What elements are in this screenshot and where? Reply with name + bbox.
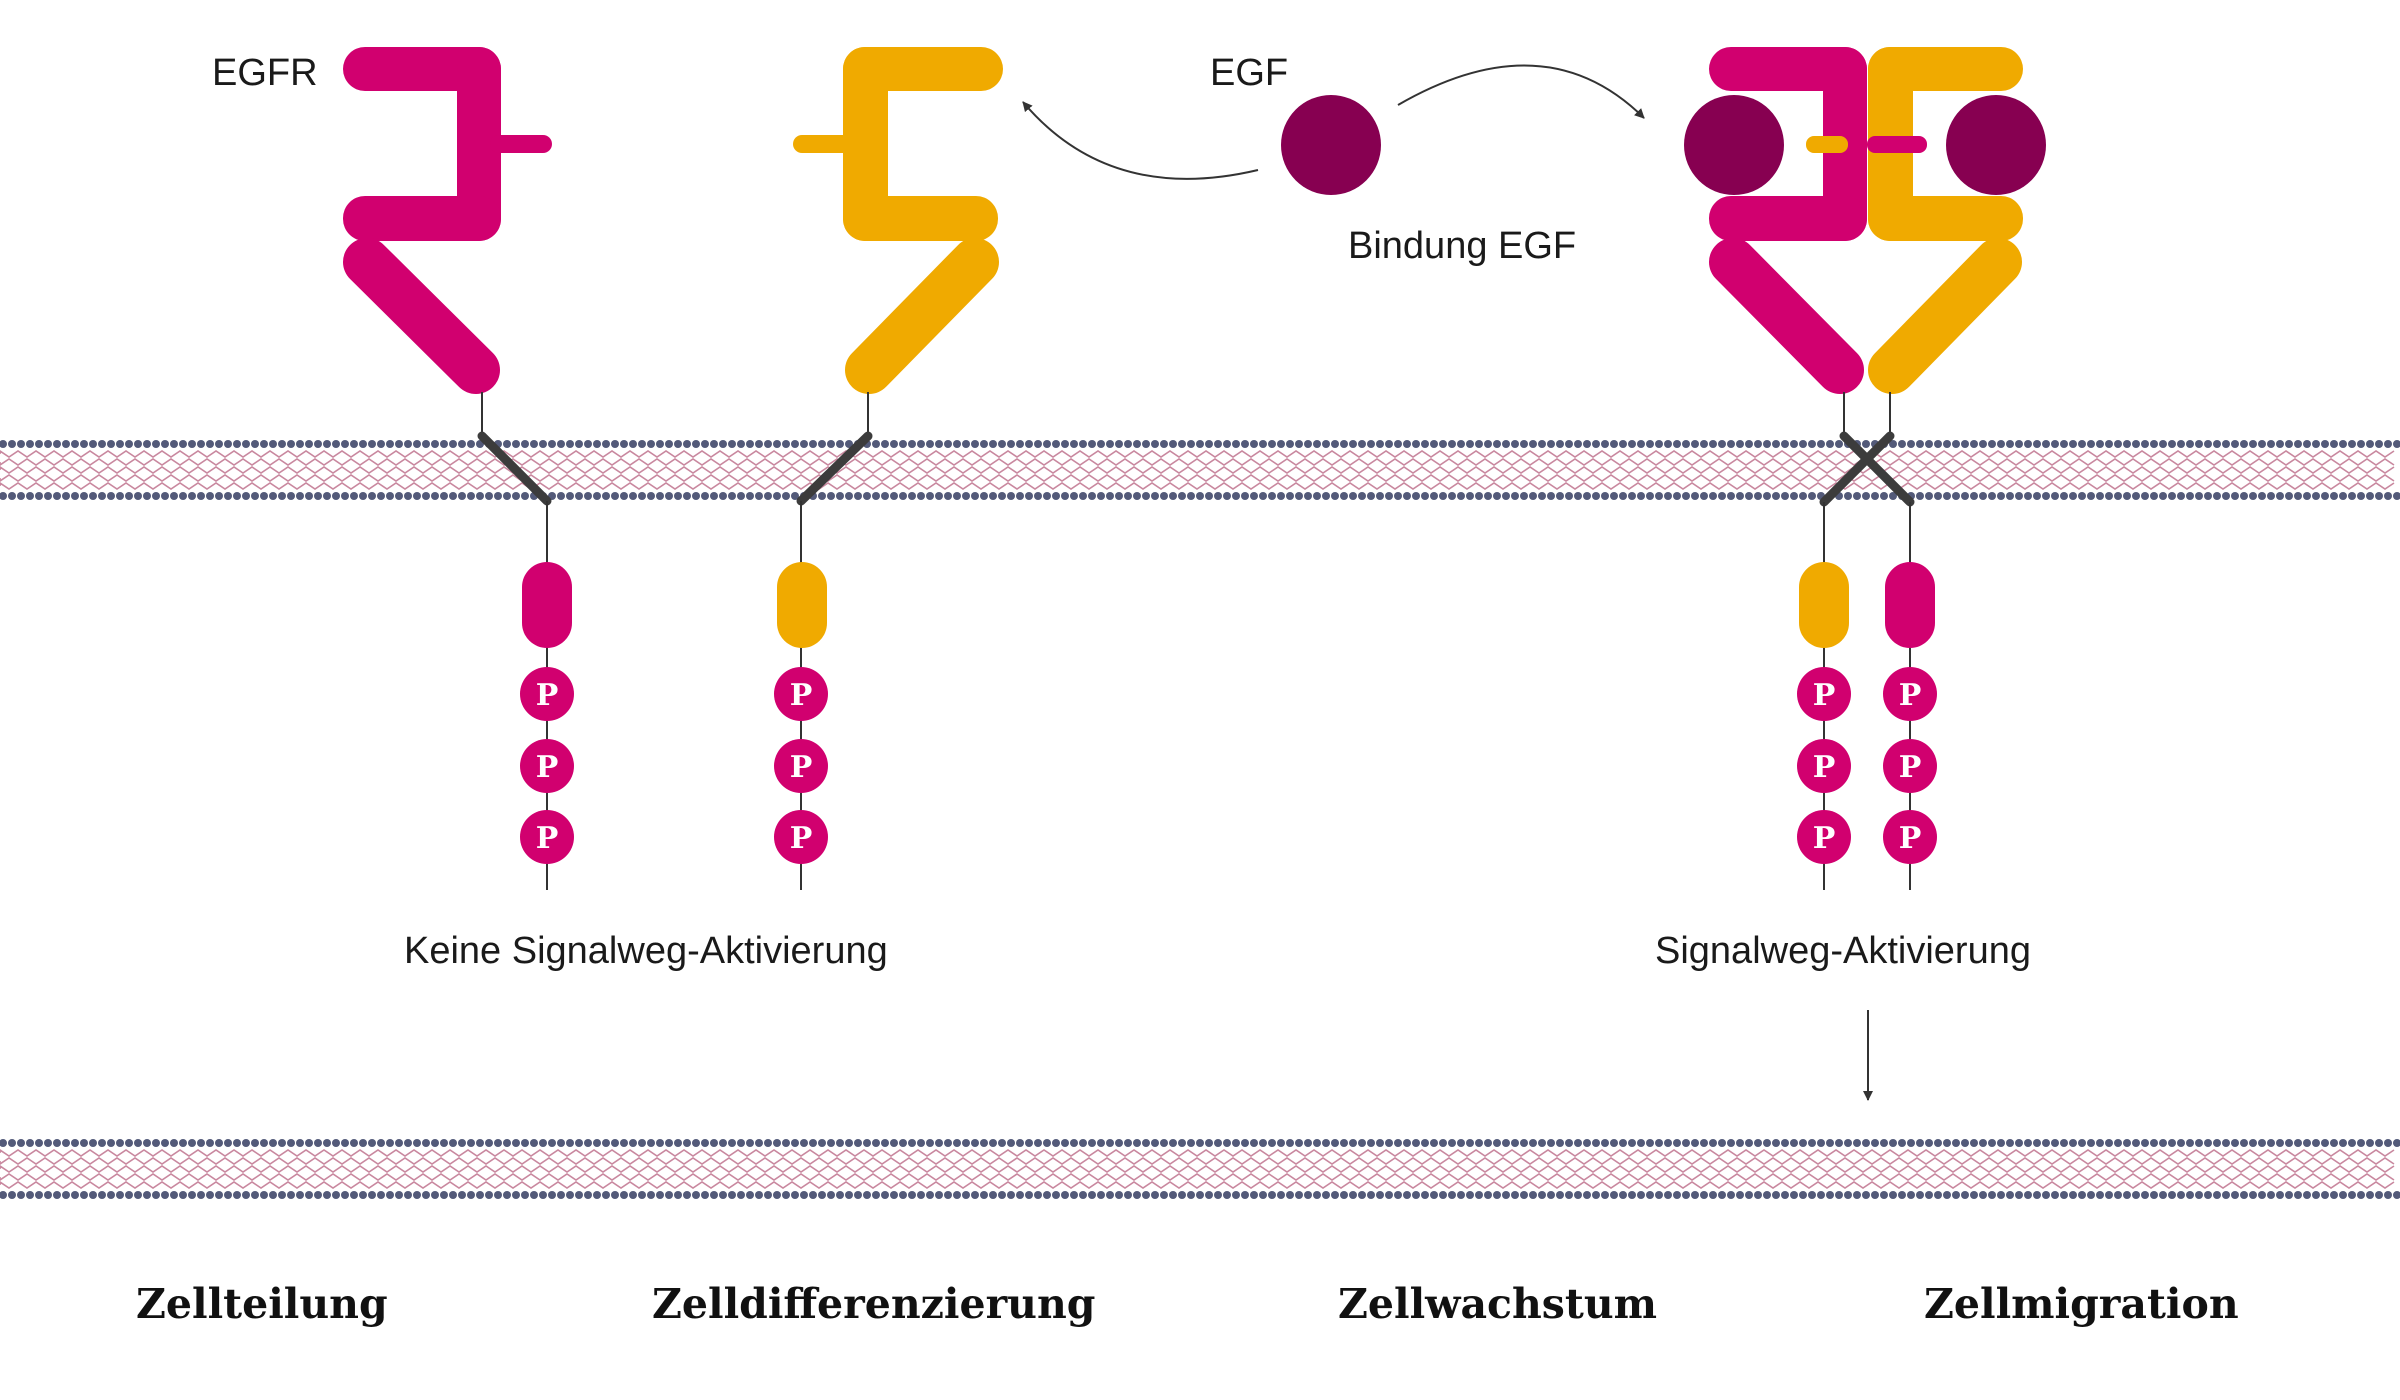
egfr-receptor-yellow-monomer bbox=[777, 47, 1003, 890]
outcome-cell-growth: Zellwachstum bbox=[1338, 1280, 1657, 1328]
outcome-cell-division: Zellteilung bbox=[136, 1280, 388, 1328]
phosphate-icon: P bbox=[520, 810, 574, 864]
cell-membrane-top bbox=[0, 440, 2400, 500]
phosphate-label: P bbox=[536, 750, 559, 785]
arrow-to-dimer bbox=[1397, 64, 1645, 119]
phosphate-label: P bbox=[1899, 821, 1922, 856]
phosphate-label: P bbox=[1813, 750, 1836, 785]
label-no-activation: Keine Signalweg-Aktivierung bbox=[404, 930, 888, 972]
phosphate-icon: P bbox=[1797, 810, 1851, 864]
phosphate-icon: P bbox=[774, 667, 828, 721]
phosphate-label: P bbox=[790, 821, 813, 856]
transmembrane-segment-right bbox=[1819, 431, 1895, 507]
transmembrane-segment-left bbox=[1839, 431, 1915, 507]
extracellular-domain bbox=[343, 47, 552, 394]
arrow-to-receptor bbox=[1022, 101, 1259, 180]
egfr-receptor-magenta-monomer bbox=[343, 47, 572, 890]
phosphate-label: P bbox=[790, 750, 813, 785]
phosphate-label: P bbox=[790, 678, 813, 713]
egf-ligand-bound-right-icon bbox=[1946, 95, 2046, 195]
label-egf: EGF bbox=[1210, 52, 1288, 94]
phosphate-icon: P bbox=[1797, 739, 1851, 793]
egf-ligand-bound-left-icon bbox=[1684, 95, 1784, 195]
yellow-half bbox=[1868, 47, 2023, 394]
phosphate-icon: P bbox=[1883, 739, 1937, 793]
phosphate-icon: P bbox=[774, 739, 828, 793]
phosphate-icon: P bbox=[1797, 667, 1851, 721]
kinase-domain bbox=[522, 562, 572, 648]
phosphate-icon: P bbox=[1883, 810, 1937, 864]
phosphate-icon: P bbox=[520, 739, 574, 793]
phosphate-label: P bbox=[536, 821, 559, 856]
outcome-cell-migration: Zellmigration bbox=[1924, 1280, 2239, 1328]
phosphate-label: P bbox=[1813, 678, 1836, 713]
phosphate-label: P bbox=[1813, 821, 1836, 856]
label-binding: Bindung EGF bbox=[1348, 225, 1576, 267]
phosphate-groups: P P P P P P P P P P P P bbox=[520, 667, 1937, 864]
kinase-domain-magenta bbox=[1885, 562, 1935, 648]
egf-ligand-icon bbox=[1281, 95, 1381, 195]
egfr-dimer bbox=[1684, 47, 2046, 890]
outcome-cell-differentiation: Zelldifferenzierung bbox=[652, 1280, 1095, 1328]
phosphate-icon: P bbox=[1883, 667, 1937, 721]
phosphate-label: P bbox=[536, 678, 559, 713]
phosphate-icon: P bbox=[774, 810, 828, 864]
kinase-domain bbox=[777, 562, 827, 648]
label-egfr: EGFR bbox=[212, 52, 318, 94]
transmembrane-segment bbox=[796, 431, 873, 506]
kinase-domain-yellow bbox=[1799, 562, 1849, 648]
label-activation: Signalweg-Aktivierung bbox=[1655, 930, 2031, 972]
extracellular-domain bbox=[793, 47, 1003, 394]
transmembrane-segment bbox=[477, 431, 552, 506]
cell-membrane-bottom bbox=[0, 1139, 2400, 1199]
phosphate-icon: P bbox=[520, 667, 574, 721]
phosphate-label: P bbox=[1899, 678, 1922, 713]
phosphate-label: P bbox=[1899, 750, 1922, 785]
